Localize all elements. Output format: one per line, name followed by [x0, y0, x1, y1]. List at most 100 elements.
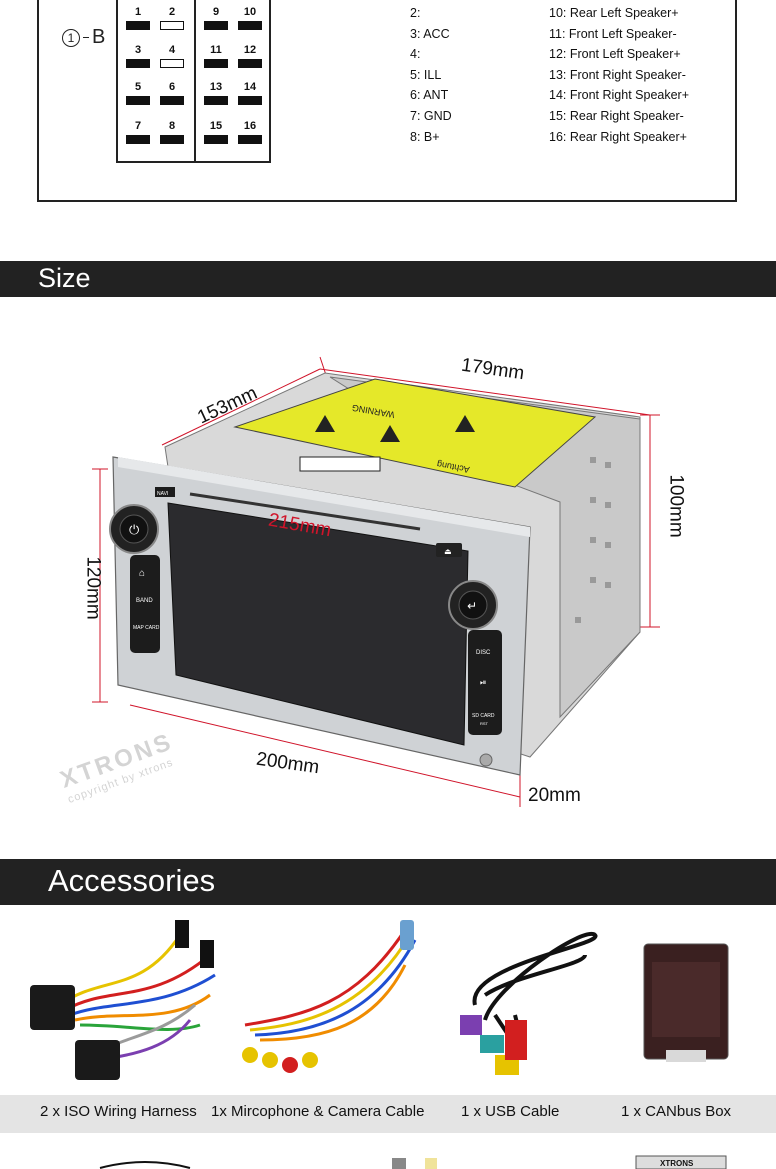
- marker-number: 1: [62, 28, 80, 47]
- pin-terminal: [238, 59, 262, 68]
- pin-terminal: [160, 135, 184, 144]
- pin-assignment: 6: ANT: [410, 88, 449, 103]
- connector-pin: 11: [202, 44, 230, 68]
- usb-cable-image: [460, 931, 598, 1075]
- pin-assignment: 15: Rear Right Speaker-: [549, 108, 684, 123]
- size-section-header: Size: [0, 261, 776, 297]
- connector-pin: 1: [124, 6, 152, 30]
- pin-assignment: 8: B+: [410, 129, 440, 144]
- pin-terminal: [204, 96, 228, 105]
- head-unit-drawing: WARNING Achtung ⏻ ⌂ BAND MAP CARD NAVI ↵…: [92, 356, 660, 807]
- pin-assignment: 10: Rear Left Speaker+: [549, 6, 679, 20]
- disc-slot: [189, 492, 421, 531]
- pin-number: 6: [168, 81, 176, 93]
- pin-terminal: [238, 96, 262, 105]
- pin-assignment: 3: ACC: [410, 26, 450, 41]
- connector-pin: 13: [202, 81, 230, 105]
- right-button-strip: [468, 630, 502, 735]
- svg-text:⌂: ⌂: [139, 568, 145, 579]
- pin-assignment: 11: Front Left Speaker-: [549, 26, 677, 41]
- pin-terminal: [126, 96, 150, 105]
- rst-label: RST: [480, 721, 489, 726]
- sticker-marks: [299, 415, 475, 472]
- connector-pin: 16: [236, 120, 264, 144]
- iso-harness-image: [30, 920, 216, 1080]
- connector-pin: 9: [202, 6, 230, 30]
- accessory-caption-canbus: 1 x CANbus Box: [621, 1103, 732, 1120]
- pin-terminal: [204, 21, 228, 30]
- left-button-strip: [130, 555, 160, 653]
- pin-terminal: [126, 135, 150, 144]
- map-label: MAP CARD: [133, 625, 160, 631]
- accessories-caption-bar: 2 x ISO Wiring Harness 1x Mircophone & C…: [0, 1095, 776, 1133]
- harness-plug-1: [30, 985, 75, 1030]
- canbus-box-image: [643, 943, 729, 1062]
- mic-camera-cable-image: [242, 920, 417, 1073]
- pin-number: 14: [243, 81, 257, 93]
- dimension-100: 100mm: [665, 474, 687, 538]
- pin-number: 4: [168, 44, 176, 56]
- connector-pin: 14: [236, 81, 264, 105]
- connector-marker: 1 B: [62, 26, 105, 49]
- accessories-section-header: Accessories: [0, 859, 776, 905]
- accessories-title: Accessories: [48, 863, 216, 898]
- svg-text:⏏: ⏏: [444, 547, 452, 556]
- sd-label: SD CARD: [472, 713, 495, 719]
- accessory-caption-mic-camera: 1x Mircophone & Camera Cable: [211, 1103, 425, 1120]
- size-title: Size: [38, 263, 91, 293]
- connector-pin: 5: [124, 81, 152, 105]
- pin-assignment: 12: Front Left Speaker+: [549, 47, 681, 62]
- pin-number: 10: [243, 6, 257, 18]
- dimension-20: 20mm: [528, 785, 581, 806]
- pin-number: 5: [134, 81, 142, 93]
- pin-terminal: [126, 21, 150, 30]
- pin-terminal: [238, 135, 262, 144]
- svg-text:⏯: ⏯: [480, 678, 486, 687]
- more-accessories-preview: [99, 1155, 727, 1169]
- harness-plug-2: [75, 1040, 120, 1080]
- pin-number: 7: [134, 120, 142, 132]
- connector-pin: 15: [202, 120, 230, 144]
- disc-label: DISC: [476, 650, 491, 656]
- dimension-lines: [92, 356, 660, 807]
- pin-terminal: [238, 21, 262, 30]
- pin-terminal: [160, 21, 184, 30]
- pin-assignment: 2:: [410, 6, 421, 20]
- pin-number: 1: [134, 6, 142, 18]
- accessory-caption-iso: 2 x ISO Wiring Harness: [40, 1103, 197, 1120]
- marker-dash: [83, 36, 89, 39]
- pin-terminal: [126, 59, 150, 68]
- pin-terminal: [204, 59, 228, 68]
- dimension-120: 120mm: [82, 556, 104, 620]
- chassis-vents: [575, 457, 611, 623]
- connector-pin: 7: [124, 120, 152, 144]
- svg-text:↵: ↵: [467, 599, 477, 613]
- pin-assignment: 4:: [410, 47, 421, 62]
- pin-assignment: 14: Front Right Speaker+: [549, 88, 690, 103]
- connector-pin: 4: [158, 44, 186, 68]
- pin-number: 16: [243, 120, 257, 132]
- pin-number: 3: [134, 44, 142, 56]
- pin-list-left: 2: 3: ACC 4: 5: ILL 6: ANT 7: GND 8: B+: [410, 3, 452, 147]
- band-label: BAND: [136, 598, 153, 604]
- pin-number: 9: [212, 6, 220, 18]
- pin-number: 11: [210, 44, 222, 56]
- pin-assignment: 5: ILL: [410, 67, 442, 82]
- pinout-box: [37, 0, 737, 202]
- pin-terminal: [204, 135, 228, 144]
- marker-letter: B: [92, 26, 106, 48]
- connector-pin: 12: [236, 44, 264, 68]
- pin-assignment: 7: GND: [410, 108, 452, 123]
- pin-assignment: 16: Rear Right Speaker+: [549, 129, 687, 144]
- pin-list-right: 10: Rear Left Speaker+ 11: Front Left Spe…: [549, 3, 689, 147]
- accessory-caption-usb: 1 x USB Cable: [461, 1103, 560, 1120]
- connector-pin: 3: [124, 44, 152, 68]
- navi-label: NAVI: [157, 491, 168, 497]
- pin-terminal: [160, 59, 184, 68]
- faceplate-top-edge: [118, 457, 530, 537]
- pin-number: 13: [209, 81, 223, 93]
- connector-pin: 8: [158, 120, 186, 144]
- pin-number: 2: [168, 6, 176, 18]
